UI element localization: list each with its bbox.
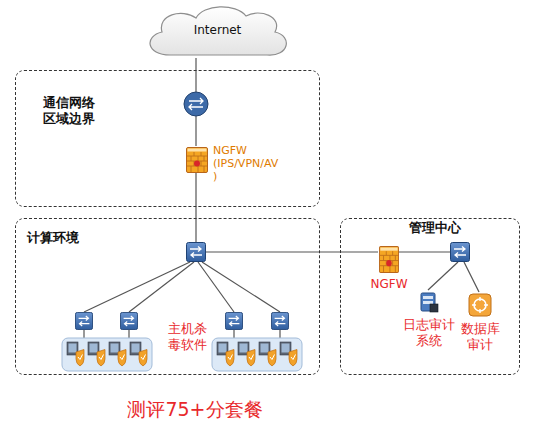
- firewall-node: NGFW: [366, 245, 412, 295]
- node-label: 日志审计系统: [401, 317, 457, 348]
- host-group-backdrop: [62, 338, 152, 371]
- node-label: 数据库审计: [459, 321, 501, 352]
- host-symbol: [130, 342, 147, 366]
- host-symbol: [67, 342, 84, 366]
- access-switch-symbol: [75, 312, 92, 329]
- node-label: Internet: [140, 23, 295, 37]
- annotation-label: 主机杀毒软件: [168, 321, 210, 352]
- zone-box: 计算环境: [15, 218, 320, 375]
- node-label: NGFW (IPS/VPN/AV ): [213, 144, 283, 184]
- wire: [195, 172, 196, 242]
- database-audit-node: 数据库审计: [456, 293, 504, 355]
- wire: [206, 251, 378, 252]
- log-audit-symbol: [419, 291, 439, 313]
- wire: [464, 262, 479, 292]
- host-symbol: [280, 342, 297, 366]
- wire: [129, 262, 194, 312]
- zone-heading: 通信网络 区域边界: [43, 95, 99, 126]
- host-symbol: [238, 342, 255, 366]
- wire: [195, 116, 196, 146]
- access-switch-symbol: [271, 312, 288, 329]
- database-audit-symbol: [468, 293, 492, 317]
- caption: 测评75+分套餐: [100, 398, 290, 421]
- firewall-symbol: [379, 246, 399, 273]
- zone-box: 通信网络 区域边界 NGFW (IPS/VPN/AV ): [15, 70, 320, 207]
- wire: [428, 262, 458, 290]
- zone-heading: 管理中心: [409, 220, 479, 236]
- access-switch-symbol: [225, 312, 242, 329]
- host-group-backdrop: [212, 338, 302, 371]
- host-symbol: [109, 342, 126, 366]
- router-body: [184, 92, 208, 116]
- management-switch-symbol: [451, 243, 470, 262]
- access-switch-symbol: [120, 312, 137, 329]
- host-group: [62, 338, 152, 371]
- wire: [198, 262, 234, 312]
- host-group: [212, 338, 302, 371]
- core-switch-symbol: [187, 243, 206, 262]
- wire: [202, 262, 280, 312]
- firewall-symbol: [186, 147, 208, 173]
- wire: [398, 251, 450, 252]
- host-symbol: [88, 342, 105, 366]
- zone-box: 管理中心 NGFW 日志审计系统数据库审计: [340, 218, 520, 375]
- router-arrows: [189, 98, 203, 110]
- zone-heading: 计算环境: [27, 230, 97, 246]
- firewall-node: NGFW (IPS/VPN/AV ): [184, 146, 284, 198]
- wire: [195, 58, 196, 92]
- node-label: NGFW: [366, 277, 412, 291]
- network-wires: [84, 58, 479, 340]
- wire: [84, 262, 190, 312]
- router-symbol: [184, 92, 208, 116]
- host-symbol: [217, 342, 234, 366]
- log-audit-node: 日志审计系统: [399, 291, 459, 353]
- host-symbol: [259, 342, 276, 366]
- cloud-node: Internet: [140, 3, 295, 59]
